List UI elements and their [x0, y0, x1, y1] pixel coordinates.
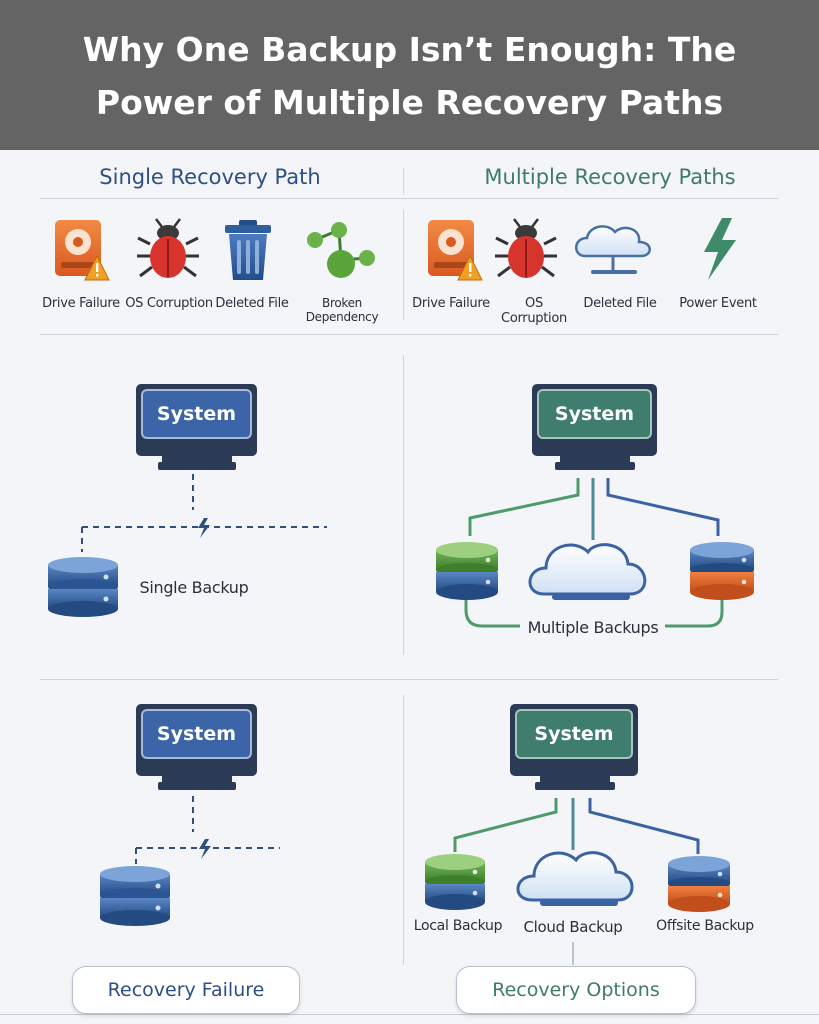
- recovery-options-badge: Recovery Options: [456, 966, 696, 1014]
- divider: [403, 695, 404, 965]
- divider: [403, 168, 404, 194]
- risk-label-deleted-file: Deleted File: [215, 296, 289, 311]
- database-icon: [690, 542, 754, 600]
- lightning-icon: [704, 218, 736, 280]
- hard-drive-warning-icon: [55, 220, 110, 281]
- break-icon: [199, 839, 211, 859]
- divider: [0, 1014, 819, 1015]
- connection-line: [468, 478, 580, 536]
- system-screen: System: [141, 709, 252, 759]
- bug-icon: [495, 218, 557, 278]
- divider: [403, 210, 404, 320]
- cloud-backup-label: Cloud Backup: [523, 918, 623, 936]
- risk-label-os-corruption: OS Corruption: [501, 296, 567, 326]
- trash-can-icon: [225, 220, 271, 280]
- database-icon: [100, 866, 170, 926]
- bug-icon: [137, 218, 199, 278]
- multiple-paths-heading: Multiple Recovery Paths: [484, 165, 736, 189]
- system-screen: System: [537, 389, 652, 439]
- connection-line: [665, 598, 724, 628]
- break-icon: [198, 518, 210, 538]
- connection-line: [135, 796, 280, 864]
- recovery-failure-badge: Recovery Failure: [72, 966, 300, 1014]
- risk-label-drive-failure: Drive Failure: [412, 296, 490, 311]
- local-backup-label: Local Backup: [413, 918, 503, 934]
- single-path-heading: Single Recovery Path: [99, 165, 321, 189]
- title-line-2: Power of Multiple Recovery Paths: [95, 83, 724, 122]
- single-backup-label: Single Backup: [139, 578, 249, 597]
- cloud-icon: [528, 543, 647, 600]
- database-icon: [425, 854, 485, 910]
- database-icon: [48, 557, 118, 617]
- connection-line: [464, 598, 520, 628]
- offsite-backup-label: Offsite Backup: [656, 918, 754, 934]
- database-icon: [668, 856, 730, 912]
- divider: [40, 198, 778, 199]
- system-screen: System: [141, 389, 252, 439]
- cloud-icon: [516, 851, 634, 906]
- connection-line: [453, 798, 558, 852]
- divider: [403, 355, 404, 655]
- system-screen: System: [515, 709, 633, 759]
- dependency-graph-icon: [307, 222, 375, 278]
- divider: [40, 679, 778, 680]
- database-icon: [436, 542, 498, 600]
- connection-line: [606, 478, 720, 536]
- divider: [40, 334, 778, 335]
- risk-label-power-event: Power Event: [679, 296, 757, 311]
- connection-line: [81, 474, 327, 552]
- cloud-network-icon: [575, 225, 651, 274]
- title-line-1: Why One Backup Isn’t Enough: The: [82, 30, 737, 69]
- hard-drive-warning-icon: [428, 220, 483, 281]
- multiple-backups-label: Multiple Backups: [527, 618, 659, 637]
- title-banner: Why One Backup Isn’t Enough: The Power o…: [0, 0, 819, 150]
- risk-label-deleted-file: Deleted File: [583, 296, 657, 311]
- connection-line: [588, 798, 700, 854]
- risk-label-os-corruption: OS Corruption: [125, 296, 213, 311]
- risk-label-drive-failure: Drive Failure: [42, 296, 120, 311]
- risk-label-broken-dependency: Broken Dependency: [305, 296, 379, 324]
